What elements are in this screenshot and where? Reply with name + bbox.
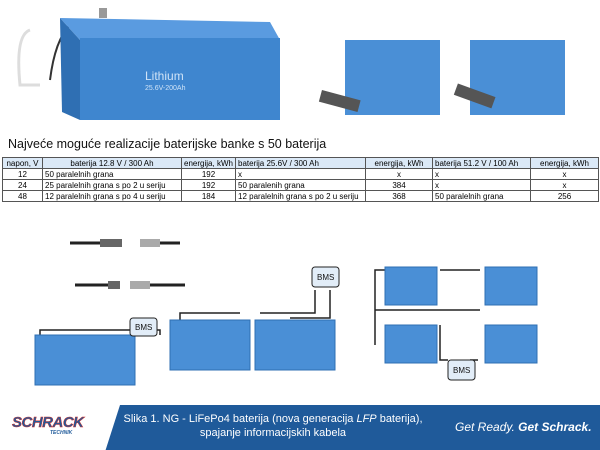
logo-area [0, 405, 120, 450]
caption-part: Slika 1. NG - LiFePo4 baterija (nova gen… [123, 413, 357, 425]
svg-text:25.6V-200Ah: 25.6V-200Ah [145, 85, 186, 92]
cell: 50 paralenih grana [235, 179, 366, 191]
cell: x [530, 168, 599, 180]
table-row: 12 50 paralelnih grana 192 x x x x [2, 168, 599, 180]
cell: 50 paralelnih grana [432, 190, 531, 202]
table-header-row: napon, V baterija 12.8 V / 300 Ah energi… [2, 157, 599, 169]
schrack-logo-sub: TECHNIK [50, 430, 73, 436]
battery-detail-photo-1 [318, 40, 440, 115]
cell: x [235, 168, 366, 180]
bms-label: BMS [135, 323, 152, 332]
cell: 24 [2, 179, 43, 191]
cell: 25 paralelnih grana s po 2 u seriju [42, 179, 182, 191]
cell: x [365, 168, 433, 180]
svg-text:Lithium: Lithium [145, 69, 184, 83]
bms-label: BMS [453, 366, 470, 375]
slogan-part: Get Ready. [455, 420, 515, 434]
header-cell: energija, kWh [181, 157, 236, 169]
caption-lfp: LFP [356, 413, 377, 425]
product-images: Lithium 25.6V-200Ah [17, 8, 565, 120]
diagram-parallel [374, 269, 480, 361]
cell: 12 paralelnih grana s po 4 u seriju [42, 190, 182, 202]
cell: 384 [365, 179, 433, 191]
cell: x [530, 179, 599, 191]
cell: 50 paralelnih grana [42, 168, 182, 180]
slogan: Get Ready. Get Schrack. [455, 420, 592, 434]
schrack-logo: SCHRACK [12, 414, 84, 432]
table-row: 24 25 paralelnih grana s po 2 u seriju 1… [2, 179, 599, 191]
header-cell: energija, kWh [365, 157, 433, 169]
table-title: Najveće moguće realizacije baterijske ba… [8, 137, 327, 151]
cell: 12 [2, 168, 43, 180]
table-row: 48 12 paralelnih grana s po 4 u seriju 1… [2, 190, 599, 202]
battery-photo: Lithium 25.6V-200Ah [17, 8, 280, 120]
header-cell: baterija 12.8 V / 300 Ah [42, 157, 182, 169]
battery-bank-table: napon, V baterija 12.8 V / 300 Ah energi… [2, 157, 599, 202]
cell: 48 [2, 190, 43, 202]
connector-plugs [100, 239, 160, 289]
caption-part: spajanje informacijskih kabela [199, 427, 347, 439]
wiring-diagrams: BMS BMS BMS [34, 239, 538, 386]
header-cell: baterija 51.2 V / 100 Ah [432, 157, 531, 169]
header-cell: energija, kWh [530, 157, 599, 169]
cell: x [432, 179, 531, 191]
cell: 192 [181, 168, 236, 180]
header-cell: baterija 25.6V / 300 Ah [235, 157, 366, 169]
cell: 184 [181, 190, 236, 202]
cable-connectors [70, 241, 185, 287]
slogan-bold: Get Schrack. [518, 420, 592, 434]
batteries [34, 266, 538, 386]
cell: 368 [365, 190, 433, 202]
header-cell: napon, V [2, 157, 43, 169]
bms-label: BMS [317, 273, 334, 282]
cell: x [432, 168, 531, 180]
battery-detail-photo-2 [453, 40, 565, 115]
bms-boxes [129, 266, 476, 381]
cell: 12 paralelnih grana s po 2 u seriju [235, 190, 366, 202]
figure-caption: Slika 1. NG - LiFePo4 baterija (nova gen… [113, 412, 433, 440]
caption-part: baterija), [376, 413, 423, 425]
cell: 192 [181, 179, 236, 191]
cell: 256 [530, 190, 599, 202]
